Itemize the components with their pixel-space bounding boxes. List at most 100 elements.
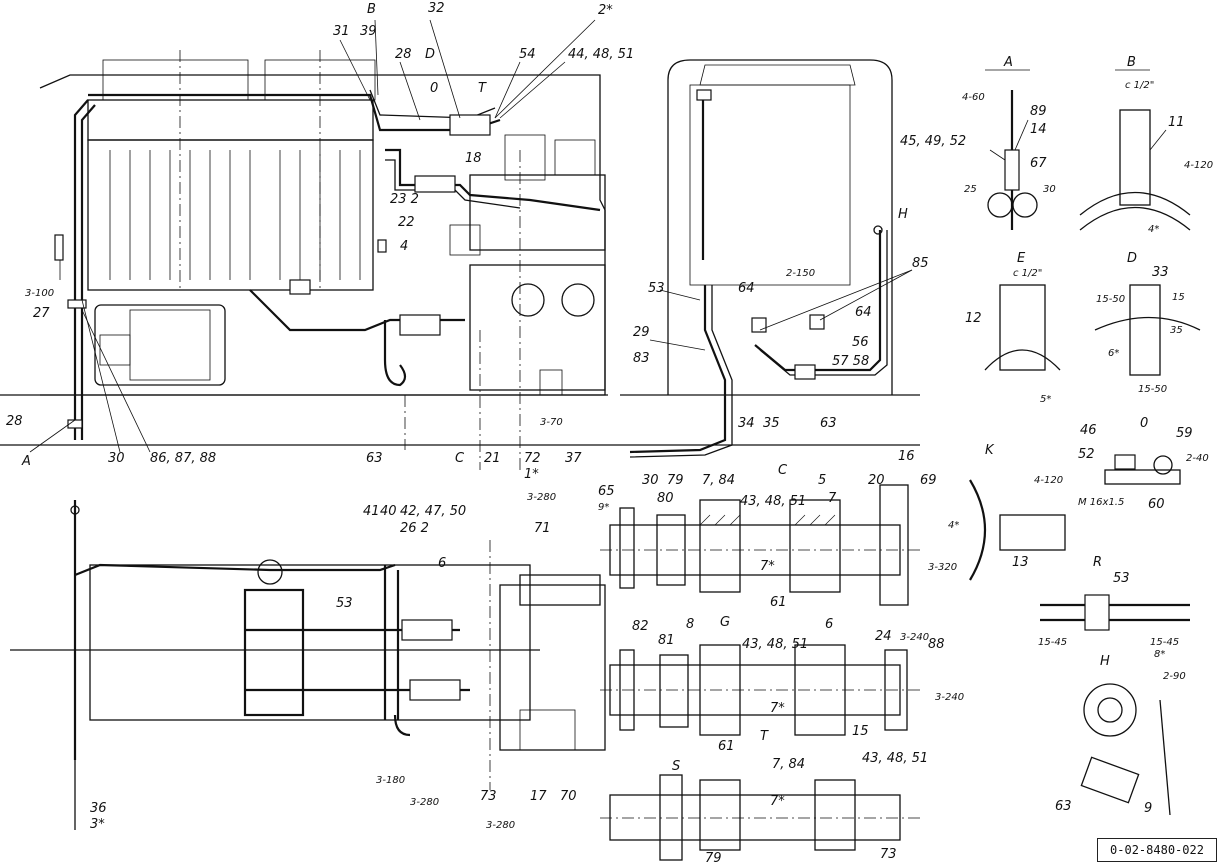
callout-73-t: 73 — [880, 847, 897, 862]
callout-21: 21 — [484, 451, 501, 466]
callout-60: 60 — [1148, 497, 1165, 512]
callout-53-r: 53 — [648, 281, 665, 296]
callout-7: 7 — [828, 491, 837, 506]
callout-1star: 1* — [524, 467, 539, 482]
callout-43-48-51-t: 43, 48, 51 — [862, 751, 928, 766]
callout-36: 36 — [90, 801, 107, 816]
callout-30-c: 30 — [642, 473, 659, 488]
weld-4-60: 4-60 — [962, 92, 985, 103]
callout-52: 52 — [1078, 447, 1095, 462]
callout-53-r-detail: 53 — [1113, 571, 1130, 586]
detail-h — [1080, 683, 1171, 816]
weld-3-100: 3-100 — [25, 288, 54, 299]
callout-m16: M 16x1.5 — [1078, 497, 1124, 508]
weld-2-150: 2-150 — [786, 268, 815, 279]
callout-18: 18 — [465, 151, 482, 166]
callout-7star-g: 7* — [770, 701, 785, 716]
weld-2-40: 2-40 — [1186, 453, 1209, 464]
weld-3-280-low: 3-280 — [486, 820, 515, 831]
callout-C: C — [455, 451, 465, 466]
callout-0: 0 — [430, 81, 438, 96]
callout-6: 6 — [438, 556, 446, 571]
elevation-view — [0, 50, 620, 470]
callout-26-2: 26 2 — [400, 521, 429, 536]
callout-T: T — [478, 81, 487, 96]
detail-k — [969, 479, 1066, 581]
callout-2star: 2* — [598, 3, 613, 18]
callout-24: 24 — [875, 629, 892, 644]
detail-0 — [1104, 454, 1181, 485]
detail-e — [984, 284, 1061, 371]
detail-r — [1040, 594, 1190, 631]
callout-37: 37 — [565, 451, 582, 466]
weld-15-50-bottom: 15-50 — [1138, 384, 1167, 395]
callout-40: 40 — [380, 504, 397, 519]
callout-7-84: 7, 84 — [702, 473, 735, 488]
callout-6-g: 6 — [825, 617, 833, 632]
callout-43-48-51-g: 43, 48, 51 — [742, 637, 808, 652]
callout-63-r: 63 — [820, 416, 837, 431]
callout-67: 67 — [1030, 156, 1047, 171]
section-g — [600, 644, 920, 736]
callout-42-47-50: 42, 47, 50 — [400, 504, 466, 519]
callout-29: 29 — [633, 325, 650, 340]
callout-73: 73 — [480, 789, 497, 804]
weld-15-45-right: 15-45 — [1150, 637, 1179, 648]
callout-14: 14 — [1030, 122, 1047, 137]
callout-64-b: 64 — [855, 305, 872, 320]
callout-11: 11 — [1168, 115, 1185, 130]
detail-a — [985, 69, 1038, 230]
callout-13: 13 — [1012, 555, 1029, 570]
weld-4-120-k: 4-120 — [1034, 475, 1063, 486]
callout-45-49-52: 45, 49, 52 — [900, 134, 966, 149]
callout-D: D — [425, 47, 435, 62]
detail-a-title: A — [1003, 55, 1013, 70]
callout-80: 80 — [657, 491, 674, 506]
callout-4star-k: 4* — [948, 520, 959, 531]
callout-7star-t: 7* — [770, 794, 785, 809]
detail-d — [1094, 284, 1201, 376]
callout-9star: 9* — [598, 502, 609, 513]
callout-28-left: 28 — [6, 414, 23, 429]
callout-79: 79 — [667, 473, 684, 488]
callout-16: 16 — [898, 449, 915, 464]
callout-8star: 8* — [1154, 649, 1165, 660]
callout-A: A — [21, 454, 31, 469]
weld-2-90: 2-90 — [1163, 671, 1186, 682]
callout-35: 35 — [763, 416, 780, 431]
weld-3-320: 3-320 — [928, 562, 957, 573]
callout-63-h: 63 — [1055, 799, 1072, 814]
callout-R: R — [1093, 555, 1102, 570]
side-view — [620, 59, 920, 458]
callout-81: 81 — [658, 633, 675, 648]
callout-H-r: H — [898, 207, 908, 222]
callout-65: 65 — [598, 484, 615, 499]
callout-86-87-88: 86, 87, 88 — [150, 451, 216, 466]
weld-3-240-top: 3-240 — [900, 632, 929, 643]
detail-h-title: H — [1100, 654, 1110, 669]
callout-S: S — [672, 759, 680, 774]
callout-63: 63 — [366, 451, 383, 466]
plan-view — [10, 500, 606, 830]
callout-12: 12 — [965, 311, 982, 326]
weld-3-280-top: 3-280 — [527, 492, 556, 503]
callout-69: 69 — [920, 473, 937, 488]
callout-46: 46 — [1080, 423, 1097, 438]
callout-61-t: 61 — [718, 739, 735, 754]
callout-27: 27 — [33, 306, 50, 321]
callout-70: 70 — [560, 789, 577, 804]
callout-d30: 30 — [1043, 184, 1056, 195]
callout-53-p: 53 — [336, 596, 353, 611]
callout-32: 32 — [428, 1, 445, 16]
section-c-title: C — [778, 463, 788, 478]
detail-b — [1079, 69, 1191, 231]
weld-3-180: 3-180 — [376, 775, 405, 786]
callout-20: 20 — [868, 473, 885, 488]
callout-54: 54 — [519, 47, 536, 62]
callout-23-2: 23 2 — [390, 192, 419, 207]
callout-c-half-e: c 1/2" — [1013, 268, 1042, 279]
callout-7star-c: 7* — [760, 559, 775, 574]
callout-72: 72 — [524, 451, 541, 466]
detail-k-title: K — [985, 443, 995, 458]
